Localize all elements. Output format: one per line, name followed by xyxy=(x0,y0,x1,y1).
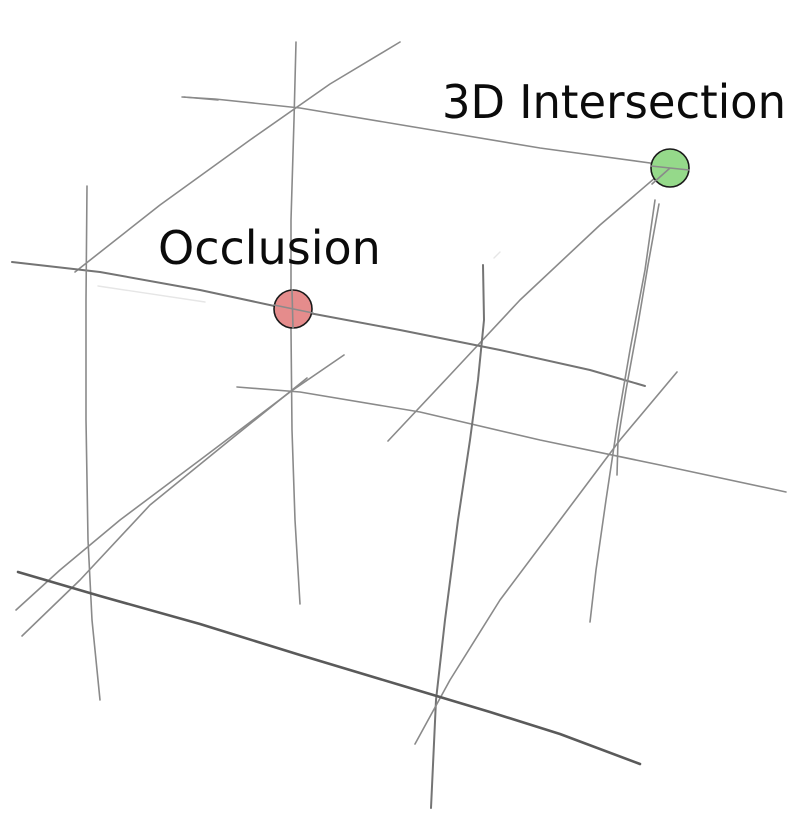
occlusion-label: Occlusion xyxy=(158,221,381,275)
edge-middle-front xyxy=(11,261,646,387)
edge-back-vertical xyxy=(290,41,301,605)
edge-center-vertical xyxy=(430,264,485,809)
edge-lower-left-diagonal-second xyxy=(21,377,308,637)
occlusion-marker-crossing xyxy=(273,289,314,329)
edge-top-left-diagonal xyxy=(74,41,401,273)
edge-right-vertical-second xyxy=(616,203,660,476)
faint-stroke xyxy=(97,285,206,303)
edge-right-vertical xyxy=(589,199,656,623)
intersection-3d-label: 3D Intersection xyxy=(442,75,786,129)
edge-top-right-diagonal xyxy=(387,164,671,442)
edge-middle-back xyxy=(236,386,787,493)
edge-lower-left-diagonal xyxy=(15,354,345,611)
edge-left-vertical xyxy=(85,185,101,701)
faint-stroke xyxy=(493,251,501,259)
edge-top-back-hatch xyxy=(183,96,219,101)
edge-lower-right-diagonal xyxy=(414,371,678,745)
edge-bottom-front xyxy=(16,570,642,766)
intersection-marker-crossing xyxy=(650,165,690,185)
